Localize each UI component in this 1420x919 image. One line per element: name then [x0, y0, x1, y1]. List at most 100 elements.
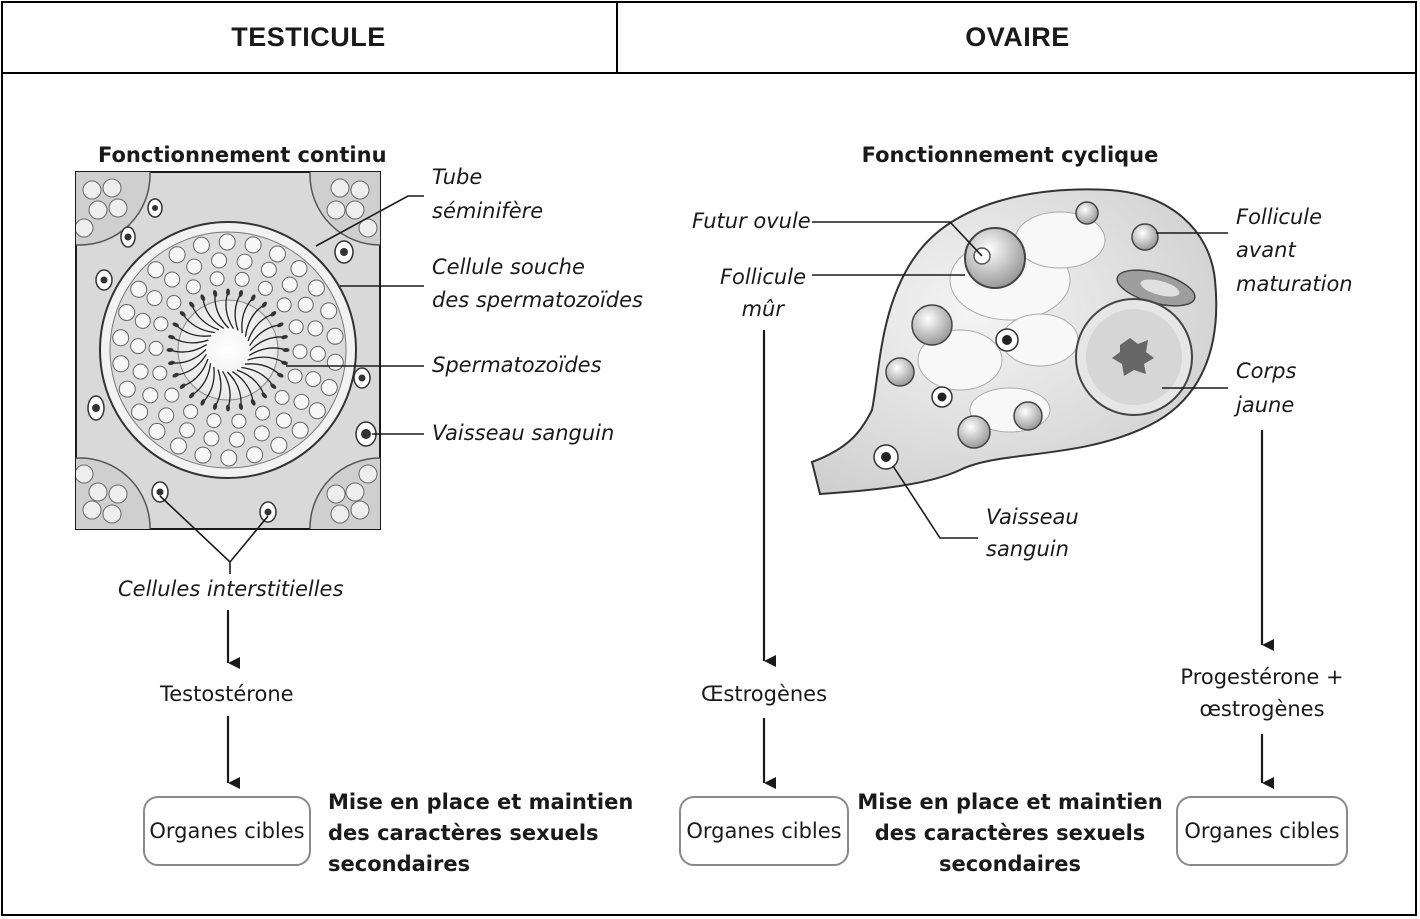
tubule-cell [258, 281, 272, 295]
effect-ovaire-line-1: Mise en place et maintien [857, 790, 1162, 814]
label-spermatozoides: Spermatozoïdes [432, 353, 602, 377]
tubule-cell [288, 369, 302, 383]
hormone-oestrogenes: Œstrogènes [701, 682, 827, 706]
organes-cibles-ovaire-left: Organes cibles [686, 819, 841, 843]
organes-cibles-ovaire-right: Organes cibles [1184, 819, 1339, 843]
tubule-cell [321, 380, 337, 396]
label-follicule-avant-1: Follicule [1236, 205, 1322, 229]
sperm-head [283, 348, 290, 352]
tubule-cell [180, 423, 195, 438]
tubule-cell [212, 253, 227, 268]
tubule-cell [171, 438, 187, 454]
tubule-cell [207, 414, 221, 428]
label-vaisseau-ovaire-2: sanguin [986, 537, 1069, 561]
tubule-cell [270, 246, 286, 262]
sperm-head [167, 348, 174, 352]
label-cellule-souche-2: des spermatozoïdes [432, 288, 643, 312]
tubule-cell [327, 328, 343, 344]
tubule-cell [321, 303, 337, 319]
tubule-cell [229, 432, 244, 447]
sperm-head [226, 289, 230, 296]
tubule-cell [245, 237, 261, 253]
tubule-cell [235, 272, 249, 286]
tubule-cell [221, 450, 237, 466]
tubule-cell [289, 320, 303, 334]
tubule-cell [256, 406, 270, 420]
effect-testicule-line-2: des caractères sexuels [328, 821, 599, 845]
label-follicule-mur-2: mûr [742, 297, 786, 321]
label-corps-jaune-1: Corps [1236, 359, 1296, 383]
ovary-illustration [812, 189, 1216, 494]
tubule-cell [309, 403, 325, 419]
sperm-head [226, 405, 230, 412]
tubule-cell [147, 291, 162, 306]
tubule-cell [133, 364, 148, 379]
tubule-cell [291, 261, 307, 277]
effect-testicule-line-1: Mise en place et maintien [328, 790, 633, 814]
tubule-cell [153, 366, 167, 380]
ovaire-title: Fonctionnement cyclique [862, 143, 1159, 167]
tubule-cell [167, 296, 181, 310]
tubule-cell [271, 437, 287, 453]
hormone-testosterone: Testostérone [159, 682, 294, 706]
label-corps-jaune-2: jaune [1233, 393, 1294, 417]
tubule-cell [310, 346, 325, 361]
effect-testicule-line-3: secondaires [328, 852, 470, 876]
hormone-progesterone-1: Progestérone + [1180, 665, 1343, 689]
seminiferous-tubule-illustration [10, 105, 450, 598]
effect-ovaire-line-2: des caractères sexuels [875, 821, 1146, 845]
tubule-cell [154, 317, 168, 331]
tubule-cell [148, 262, 164, 278]
tubule-cell [186, 280, 200, 294]
hormone-progesterone-2: œstrogènes [1199, 697, 1324, 721]
tubule-cell [187, 259, 202, 274]
tubule-cell [131, 339, 146, 354]
testicule-title: Fonctionnement continu [98, 143, 387, 167]
tubule-cell [159, 408, 174, 423]
organes-cibles-testicule: Organes cibles [149, 819, 304, 843]
tubule-cell [261, 262, 276, 277]
tubule-cell [193, 237, 209, 253]
tubule-cell [165, 272, 180, 287]
tubule-cell [293, 345, 307, 359]
tubule-cell [119, 381, 135, 397]
tubule-cell [113, 356, 129, 372]
tubule-cell [292, 422, 308, 438]
tubule-cell [219, 234, 235, 250]
label-follicule-avant-3: maturation [1236, 272, 1353, 296]
label-interstitielles: Cellules interstitielles [118, 577, 343, 601]
tubule-cell [210, 272, 224, 286]
tubule-cell [282, 277, 297, 292]
label-cellule-souche-1: Cellule souche [432, 255, 585, 279]
tubule-cell [149, 423, 165, 439]
tubule-cell [277, 298, 291, 312]
label-vaisseau-testicule: Vaisseau sanguin [432, 421, 614, 445]
label-vaisseau-ovaire-1: Vaisseau [986, 505, 1079, 529]
label-follicule-avant-2: avant [1236, 238, 1296, 262]
tubule-cell [131, 281, 147, 297]
tubule-cell [165, 388, 179, 402]
tubule-cell [237, 254, 252, 269]
tubule-cell [308, 321, 323, 336]
effect-ovaire-line-3: secondaires [939, 852, 1081, 876]
tubule-cell [195, 447, 211, 463]
tubule-cell [298, 297, 313, 312]
tubule-cell [254, 426, 269, 441]
tubule-cell [113, 330, 129, 346]
tubule-cell [204, 431, 219, 446]
tubule-cell [132, 404, 148, 420]
tubule-cell [149, 341, 163, 355]
tubule-cell [308, 280, 324, 296]
tubule-cell [247, 447, 263, 463]
label-follicule-mur-1: Follicule [720, 265, 806, 289]
tubule-cell [135, 313, 150, 328]
tubule-cell [294, 394, 309, 409]
tubule-cell [327, 354, 343, 370]
tubule-cell [276, 413, 291, 428]
tubule-cell [275, 391, 289, 405]
tubule-cell [119, 305, 135, 321]
tubule-cell [184, 405, 198, 419]
label-tube-2: séminifère [432, 199, 543, 223]
